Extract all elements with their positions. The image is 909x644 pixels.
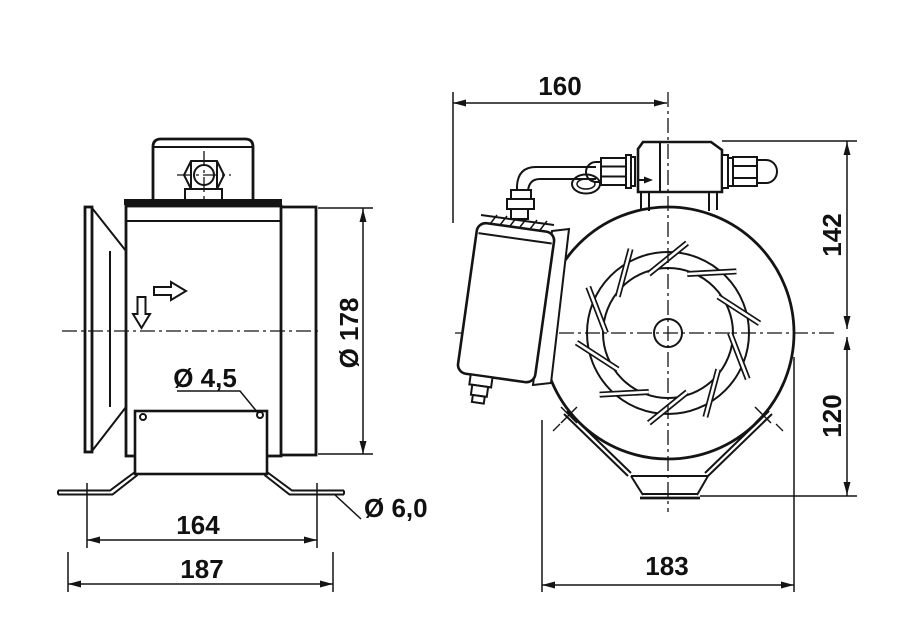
cable-gland-right (721, 154, 778, 189)
bracket-screw-marks (560, 406, 772, 424)
dimension-duct-diameter: Ø 178 (318, 207, 373, 455)
dimension-120: 120 (700, 337, 857, 497)
capacitor-body (456, 221, 556, 384)
dimension-hole-spacing: 164 (86, 483, 318, 548)
junction-box-side (151, 137, 255, 201)
plate-hole-left (139, 413, 147, 421)
capacitor-clamp-hatch (489, 214, 548, 231)
casing-flange-bar (124, 199, 282, 205)
flow-down-arrow-icon (131, 296, 152, 330)
terminal-box-body (636, 140, 724, 194)
dim-label-183: 183 (645, 551, 688, 581)
dim-label-178: Ø 178 (334, 298, 364, 369)
dimension-foot-hole: Ø 6,0 (333, 493, 428, 523)
mounting-plate (133, 409, 269, 476)
plate-hole-right (256, 411, 264, 419)
dimension-plate-hole: Ø 4,5 (173, 363, 259, 414)
cable-loop-icon (571, 173, 601, 195)
dim-label-120: 120 (817, 394, 847, 437)
inlet-cone (83, 205, 127, 454)
dim-label-6-0: Ø 6,0 (364, 493, 428, 523)
mounting-bracket-side (57, 409, 345, 496)
side-view: Ø 178 Ø 4,5 164 187 Ø 6,0 (57, 137, 428, 592)
front-view: 160 142 120 183 (452, 71, 857, 592)
dim-label-160: 160 (538, 71, 581, 101)
cable-gland-left (585, 154, 636, 189)
dim-label-187: 187 (180, 554, 223, 584)
mounting-bracket-front (552, 406, 784, 500)
capacitor (456, 189, 571, 405)
dim-label-4-5: Ø 4,5 (173, 363, 237, 393)
bracket-foot-left (57, 471, 139, 496)
dimension-bracket-width: 187 (67, 552, 334, 592)
box-legs (640, 192, 718, 211)
cable-connector-stack (506, 189, 535, 220)
dimension-183: 183 (541, 357, 795, 592)
gland-center-marks (177, 151, 231, 199)
dimension-142: 142 (722, 140, 857, 329)
dimension-160: 160 (452, 71, 667, 223)
dim-label-164: 164 (176, 510, 220, 540)
terminal-box-front (516, 140, 778, 211)
power-cable (516, 166, 601, 195)
terminal-marker-icon (644, 176, 653, 184)
dim-label-142: 142 (817, 213, 847, 256)
airflow-arrows (131, 280, 188, 330)
bracket-foot-right (263, 471, 345, 496)
flow-right-arrow-icon (153, 280, 188, 302)
